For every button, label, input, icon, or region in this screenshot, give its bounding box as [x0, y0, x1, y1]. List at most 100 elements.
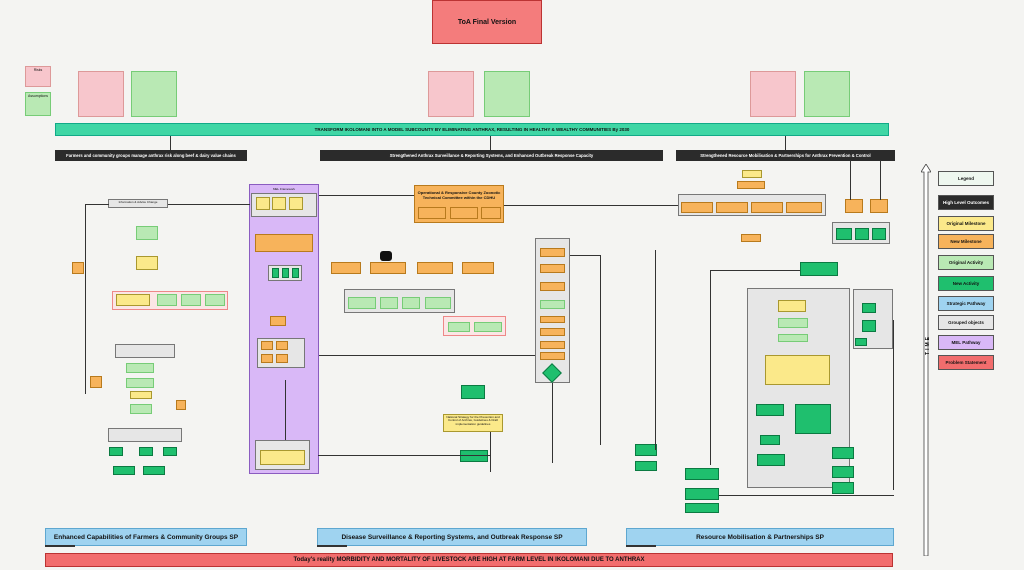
activity-box	[778, 318, 808, 328]
connector	[655, 250, 656, 450]
assumptions-key: Assumptions	[25, 92, 51, 116]
sp-arrow	[626, 545, 656, 547]
activity-column	[535, 238, 570, 383]
milestone-box	[417, 262, 453, 274]
activity-box	[282, 268, 289, 278]
mel-pathway-column: MEL Framework	[249, 184, 319, 474]
activity-box	[157, 294, 177, 306]
connector	[319, 195, 414, 196]
legend-grouped-objects: Grouped objects	[938, 315, 994, 330]
risks-key: Risks	[25, 66, 51, 87]
activity-box	[832, 482, 854, 494]
outcome-surveillance: Strengthened Anthrax Surveillance & Repo…	[320, 150, 663, 161]
connector	[85, 204, 109, 205]
connector	[570, 255, 600, 256]
national-strategy-milestone: National Strategy for the Prevention and…	[443, 414, 503, 432]
activity-box	[855, 228, 869, 240]
activity-box	[540, 300, 565, 309]
milestone-box	[260, 450, 305, 465]
milestone-box	[276, 354, 288, 363]
connector	[893, 320, 894, 490]
milestone-box	[741, 234, 761, 242]
milestone-box	[418, 207, 446, 219]
connector	[168, 204, 250, 205]
activity-box	[685, 488, 719, 500]
milestone-box	[255, 234, 313, 252]
connector	[600, 255, 601, 445]
legend-high-level-outcomes: High Level Outcomes	[938, 195, 994, 210]
milestone-box	[481, 207, 501, 219]
diagram-title: ToA Final Version	[432, 0, 542, 44]
milestone-box	[737, 181, 765, 189]
milestone-box	[272, 197, 286, 210]
milestone-box	[90, 376, 102, 388]
milestone-box	[845, 199, 863, 213]
legend-strategic-pathway: Strategic Pathway	[938, 296, 994, 311]
connector	[880, 160, 881, 200]
activity-box	[862, 320, 876, 332]
milestone-box	[256, 197, 270, 210]
assumption-note	[484, 71, 530, 117]
connector	[285, 380, 286, 440]
activity-box	[126, 363, 154, 373]
connector	[552, 383, 553, 463]
milestone-box	[540, 316, 565, 323]
connector	[504, 205, 678, 206]
time-label: TIME	[925, 335, 931, 355]
legend-original-milestone: Original Milestone	[938, 216, 994, 231]
activity-box	[757, 454, 785, 466]
milestone-box	[289, 197, 303, 210]
connector	[170, 136, 171, 150]
assumption-note	[131, 71, 177, 117]
milestone-box	[751, 202, 783, 213]
milestone-box	[681, 202, 713, 213]
activity-group	[115, 344, 175, 358]
mel-framework-label: MEL Framework	[273, 187, 295, 191]
activity-box	[685, 468, 719, 480]
legend-title: Legend	[938, 171, 994, 186]
legend-problem-statement: Problem Statement	[938, 355, 994, 370]
risk-note	[750, 71, 796, 117]
milestone-box	[450, 207, 478, 219]
time-arrow-icon	[921, 164, 931, 556]
milestone-box	[765, 355, 830, 385]
activity-box	[272, 268, 279, 278]
activity-box	[635, 461, 657, 471]
sp-arrow	[317, 545, 347, 547]
activity-box	[635, 444, 657, 456]
milestone-box	[136, 256, 158, 270]
connector	[850, 160, 851, 200]
connector	[785, 136, 786, 150]
milestone-box	[540, 328, 565, 336]
outcome-farmers: Farmers and community groups manage anth…	[55, 150, 247, 161]
connector	[318, 455, 490, 456]
milestone-box	[176, 400, 186, 410]
impact-statement: TRANSFORM IKOLOMANI INTO A MODEL SUBCOUN…	[55, 123, 889, 136]
legend-new-milestone: New Milestone	[938, 234, 994, 249]
milestone-box	[540, 341, 565, 349]
problem-statement: Today's reality MORBIDITY AND MORTALITY …	[45, 553, 893, 567]
activity-box	[832, 447, 854, 459]
activity-box	[862, 303, 876, 313]
activity-box	[163, 447, 177, 456]
connector	[710, 270, 800, 271]
milestone-box	[716, 202, 748, 213]
activity-box	[836, 228, 852, 240]
risk-note	[428, 71, 474, 117]
sp-arrow	[45, 545, 75, 547]
activity-box	[778, 334, 808, 342]
connector	[85, 204, 86, 394]
milestone-box	[742, 170, 762, 178]
connector	[719, 495, 894, 496]
milestone-box	[130, 391, 152, 399]
milestone-box	[331, 262, 361, 274]
milestone-box	[270, 316, 286, 326]
activity-box	[380, 297, 398, 309]
livestock-exchange-label: Information & Advice Change	[108, 199, 168, 208]
activity-box	[130, 404, 152, 414]
sp-farmers: Enhanced Capabilities of Farmers & Commu…	[45, 528, 247, 546]
activity-box	[425, 297, 451, 309]
milestone-box	[261, 354, 273, 363]
activity-box	[205, 294, 225, 306]
connector	[490, 432, 491, 472]
